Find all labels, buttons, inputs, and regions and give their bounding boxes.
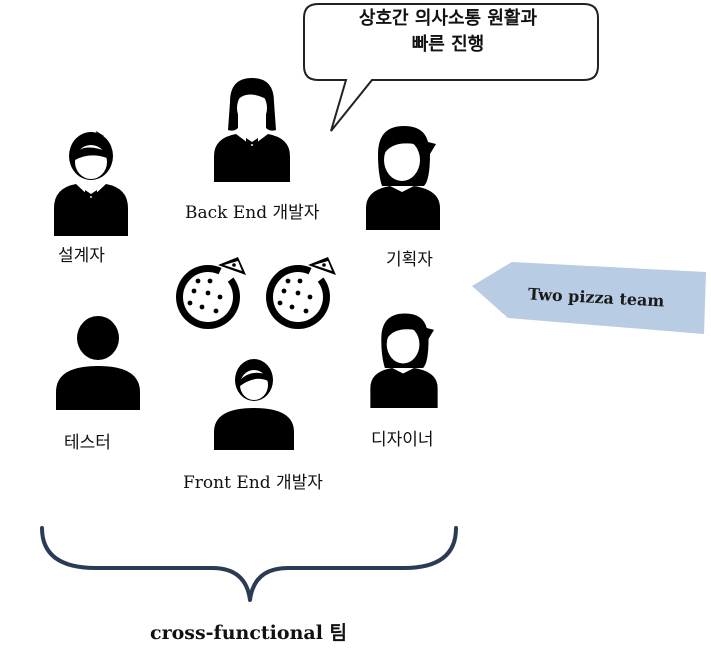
role-label-ui-designer: 디자이너 [371, 430, 434, 450]
pizza-icon [172, 255, 250, 333]
female-person-icon [364, 120, 442, 230]
role-label-planner: 기획자 [386, 250, 433, 270]
speech-bubble-line2: 빠른 진행 [411, 34, 485, 55]
female-suit-person-icon [210, 72, 294, 182]
female-person-icon [366, 308, 442, 408]
team-label: cross-functional 팀 [150, 622, 348, 644]
role-label-tester: 테스터 [64, 433, 111, 453]
speech-bubble-line1: 상호간 의사소통 원활과 [358, 8, 538, 29]
male-suit-person-icon [48, 128, 134, 236]
role-label-designer: 설계자 [58, 246, 105, 266]
pizza-icon [262, 255, 340, 333]
generic-person-icon [54, 316, 142, 410]
male-person-icon [212, 358, 296, 450]
speech-bubble-text: 상호간 의사소통 원활과 빠른 진행 [300, 6, 596, 58]
role-label-backend: Back End 개발자 [185, 203, 320, 223]
role-label-frontend: Front End 개발자 [183, 473, 323, 493]
